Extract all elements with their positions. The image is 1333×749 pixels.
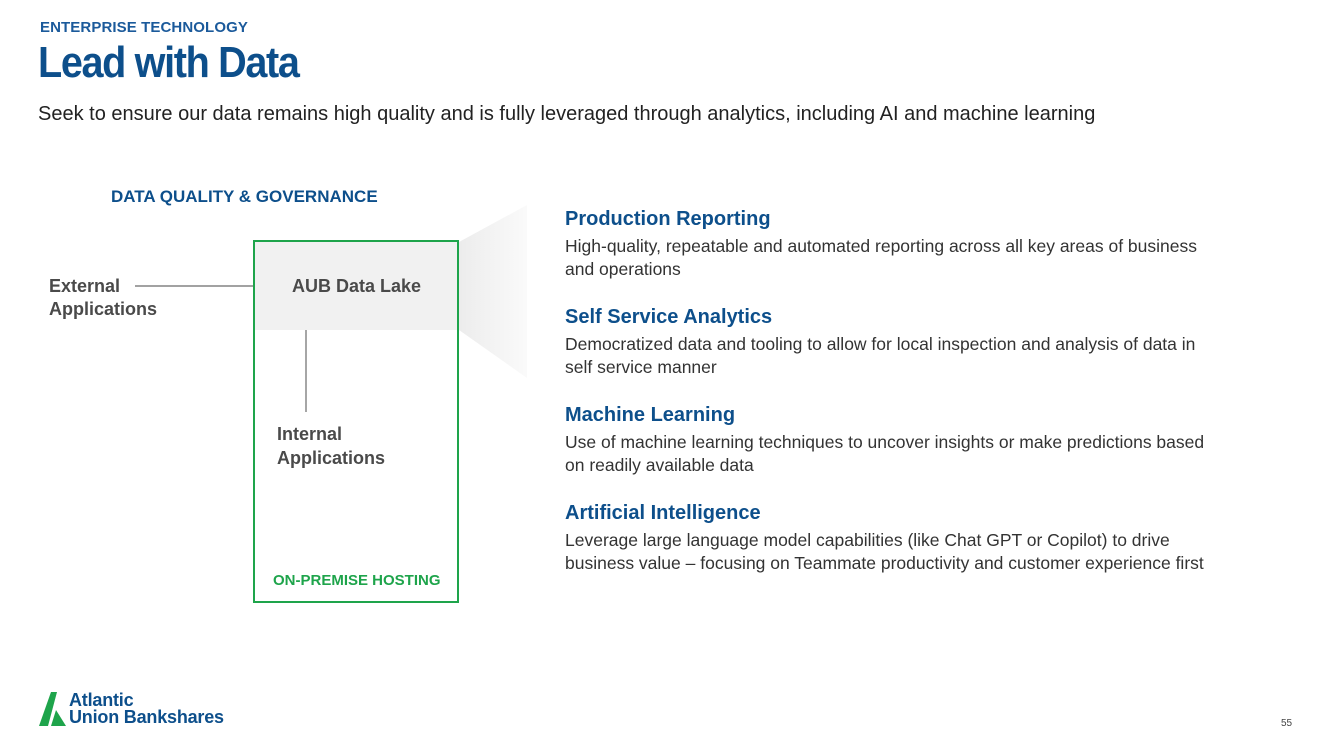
external-applications-label: External Applications [49,276,158,319]
feature-title: Machine Learning [565,404,736,426]
bank-logo-icon [39,692,66,726]
feature-description: Leverage large language model capabiliti… [565,530,1204,573]
feature-title: Self Service Analytics [565,306,773,328]
page-number: 55 [1281,718,1293,729]
data-lake-band [255,242,457,330]
page-title: Lead with Data [38,38,300,87]
feature-title: Artificial Intelligence [565,502,761,524]
governance-heading: DATA QUALITY & GOVERNANCE [111,187,378,206]
feature-production-reporting: Production Reporting High-quality, repea… [565,208,1205,281]
on-premise-hosting-box [253,240,459,603]
feature-machine-learning: Machine Learning Use of machine learning… [565,404,1205,477]
feature-description: High-quality, repeatable and automated r… [565,236,1197,279]
feature-description: Use of machine learning techniques to un… [565,432,1205,475]
feature-self-service-analytics: Self Service Analytics Democratized data… [565,306,1205,379]
data-lake-label: AUB Data Lake [292,276,422,296]
section-label: ENTERPRISE TECHNOLOGY [40,19,248,36]
feature-title: Production Reporting [565,208,771,230]
page-subtitle: Seek to ensure our data remains high qua… [38,103,1096,125]
feature-description: Democratized data and tooling to allow f… [565,334,1196,377]
bank-logo-text: Atlantic Union Bankshares [69,690,224,727]
callout-fan [459,205,527,378]
hosting-label: ON-PREMISE HOSTING [273,572,441,589]
feature-artificial-intelligence: Artificial Intelligence Leverage large l… [565,502,1205,575]
internal-applications-label: Internal Applications [277,424,386,468]
